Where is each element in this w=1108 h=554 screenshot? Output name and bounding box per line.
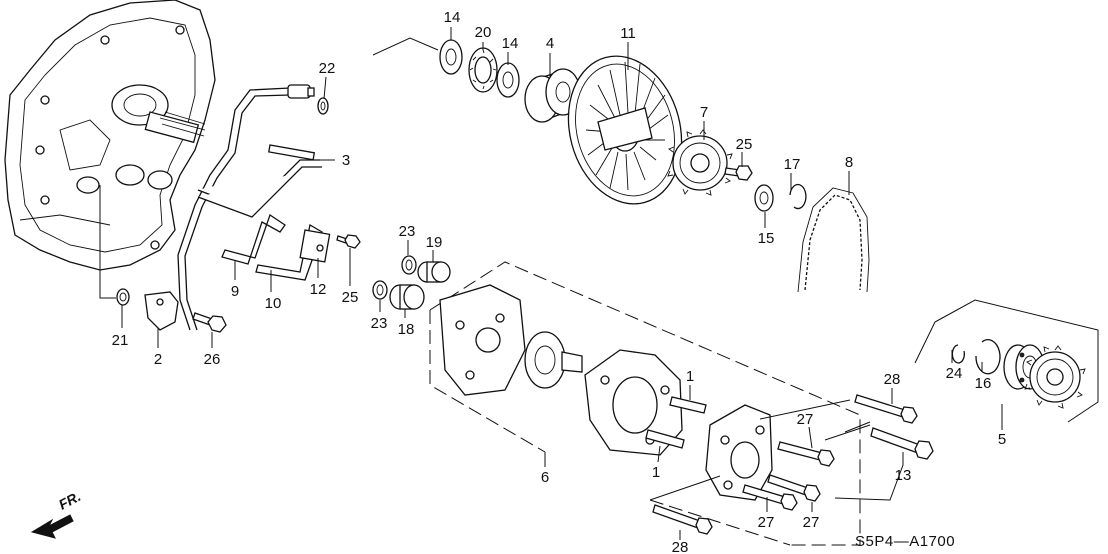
driven-sprocket bbox=[1024, 345, 1086, 409]
flange-bolt-26 bbox=[192, 312, 227, 333]
thrust-washer-14-left bbox=[439, 39, 463, 75]
needle-bearing-20 bbox=[468, 47, 498, 93]
callout-18: 18 bbox=[398, 321, 415, 338]
callout-labels: 14 20 14 4 11 7 25 17 8 15 22 3 23 19 9 … bbox=[112, 9, 1007, 554]
pump-body bbox=[584, 349, 683, 456]
drive-chain-8 bbox=[797, 187, 870, 293]
bolt-28-lower bbox=[652, 504, 713, 535]
callout-5: 5 bbox=[998, 431, 1006, 448]
callout-20: 20 bbox=[475, 24, 492, 41]
thrust-washer-14-right bbox=[496, 62, 520, 98]
callout-23-lower: 23 bbox=[371, 315, 388, 332]
transmission-case bbox=[4, 0, 216, 271]
callout-3: 3 bbox=[342, 152, 350, 169]
flange-bolt-25-left bbox=[336, 234, 361, 249]
callout-23-upper: 23 bbox=[399, 223, 416, 240]
callout-27-lower-left: 27 bbox=[758, 514, 775, 531]
sprocket-assembly-box bbox=[914, 299, 1099, 423]
callout-10: 10 bbox=[265, 295, 282, 312]
callout-27-upper: 27 bbox=[797, 411, 814, 428]
oil-pump-assembly-box bbox=[429, 261, 861, 546]
callout-2: 2 bbox=[154, 351, 162, 368]
front-arrow-icon bbox=[30, 514, 74, 539]
callout-28-lower: 28 bbox=[672, 539, 689, 554]
callout-26: 26 bbox=[204, 351, 221, 368]
o-ring-23-lower bbox=[372, 280, 388, 300]
callout-14-left: 14 bbox=[444, 9, 461, 26]
pump-cover bbox=[439, 284, 526, 396]
callout-16: 16 bbox=[975, 375, 992, 392]
callout-28-upper: 28 bbox=[884, 371, 901, 388]
callout-25-right: 25 bbox=[736, 136, 753, 153]
callout-12: 12 bbox=[310, 281, 327, 298]
callout-19: 19 bbox=[426, 234, 443, 251]
bolt-27-upper bbox=[777, 441, 835, 467]
callout-1-upper: 1 bbox=[686, 368, 694, 385]
bolt-27-lower-right bbox=[767, 474, 821, 502]
snap-ring-16 bbox=[975, 339, 1001, 375]
callout-24: 24 bbox=[946, 365, 963, 382]
oil-pipe-assembly bbox=[177, 84, 331, 331]
flange-bolt-25-right bbox=[724, 165, 753, 181]
callout-21: 21 bbox=[112, 332, 129, 349]
pipe-bracket bbox=[116, 288, 179, 331]
baffle-plate-11 bbox=[567, 55, 683, 205]
leader-lines bbox=[99, 27, 1003, 540]
callout-4: 4 bbox=[546, 35, 554, 52]
dowel-pin-1-upper bbox=[669, 396, 707, 414]
bolt-27-lower-left bbox=[742, 484, 798, 511]
callout-22: 22 bbox=[319, 60, 336, 77]
bolt-28-upper bbox=[854, 394, 918, 424]
callout-6: 6 bbox=[541, 469, 549, 486]
pump-housing bbox=[705, 404, 773, 501]
callout-8: 8 bbox=[845, 154, 853, 171]
callout-13: 13 bbox=[895, 467, 912, 484]
washer-22 bbox=[317, 97, 329, 115]
front-direction-indicator: FR. bbox=[30, 488, 83, 539]
drawing-code: S5P4—A1700 bbox=[855, 533, 955, 550]
pump-gear-rotor bbox=[524, 331, 583, 389]
collar-19 bbox=[417, 261, 451, 283]
callout-15: 15 bbox=[758, 230, 775, 247]
callout-9: 9 bbox=[231, 283, 239, 300]
callout-25-left: 25 bbox=[342, 289, 359, 306]
drive-sprocket-7 bbox=[667, 129, 733, 196]
washer-15 bbox=[754, 184, 774, 212]
bolt-13 bbox=[870, 427, 934, 460]
callout-1-lower: 1 bbox=[652, 464, 660, 481]
callout-11: 11 bbox=[620, 25, 636, 42]
callout-7: 7 bbox=[700, 104, 708, 121]
callout-14-right: 14 bbox=[502, 35, 519, 52]
o-ring-23-upper bbox=[401, 255, 417, 275]
collar-18 bbox=[389, 284, 425, 310]
callout-17: 17 bbox=[784, 156, 801, 173]
dowel-pin-1-lower bbox=[645, 429, 685, 449]
snap-ring-17 bbox=[789, 183, 807, 210]
callout-27-lower-right: 27 bbox=[803, 514, 820, 531]
snap-ring-24 bbox=[951, 344, 965, 364]
front-direction-label: FR. bbox=[56, 488, 83, 513]
